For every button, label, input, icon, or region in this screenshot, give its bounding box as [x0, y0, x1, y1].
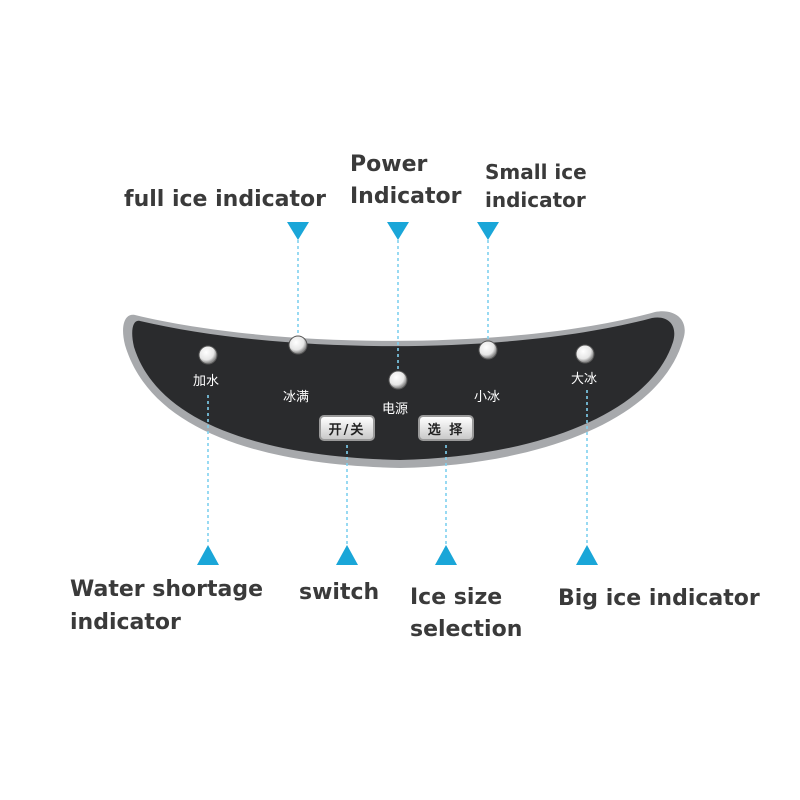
panel-face: [132, 317, 675, 460]
annotation-big-ice: Big ice indicator: [558, 586, 760, 611]
triangle-up-icon: [336, 545, 358, 565]
triangle-up-icon: [197, 545, 219, 565]
label-small-ice: 小冰: [474, 390, 501, 405]
label-big-ice: 大冰: [571, 372, 598, 387]
label-power: 电源: [382, 402, 409, 417]
triangle-up-icon: [435, 545, 457, 565]
label-full-ice: 冰满: [283, 390, 310, 405]
annotation-power-line2: Indicator: [350, 184, 462, 209]
annotation-small-ice-line2: indicator: [485, 188, 586, 212]
annotation-water-shortage-line1: Water shortage: [70, 577, 264, 602]
annotation-water-shortage-line2: indicator: [70, 610, 181, 635]
switch-button[interactable]: 开/关: [319, 415, 375, 441]
annotation-full-ice: full ice indicator: [124, 187, 326, 212]
led-water-shortage: [198, 345, 218, 365]
triangle-down-icon: [477, 222, 499, 240]
select-button[interactable]: 选 择: [418, 415, 474, 441]
label-water-shortage: 加水: [193, 374, 220, 389]
annotation-ice-size-line1: Ice size: [410, 585, 503, 610]
triangle-down-icon: [387, 222, 409, 240]
led-full-ice: [288, 335, 308, 355]
led-power: [388, 370, 408, 390]
triangle-up-icon: [576, 545, 598, 565]
led-big-ice: [575, 344, 595, 364]
leader-lines: [207, 240, 588, 545]
triangle-down-icon: [287, 222, 309, 240]
annotation-ice-size-line2: selection: [410, 617, 523, 642]
annotation-switch: switch: [299, 580, 380, 605]
annotation-small-ice-line1: Small ice: [485, 160, 587, 184]
led-small-ice: [478, 340, 498, 360]
annotation-power-line1: Power: [350, 152, 428, 177]
